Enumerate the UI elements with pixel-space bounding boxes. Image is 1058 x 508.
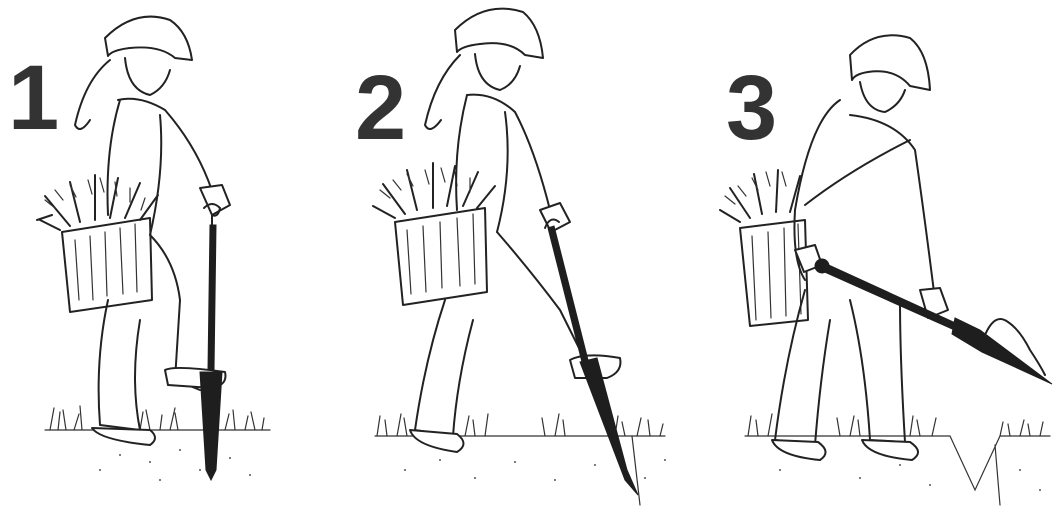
shovel <box>200 204 222 480</box>
shovel <box>815 259 1052 384</box>
seedling-bag <box>37 175 158 312</box>
planter-lifting-soil-illustration <box>700 0 1058 508</box>
planter-pushing-shovel-illustration <box>345 0 685 508</box>
seedling-bag <box>373 163 495 305</box>
planter-stepping-on-shovel-illustration <box>0 0 340 508</box>
ground <box>745 414 1050 505</box>
step-3-panel: 3 <box>700 0 1058 508</box>
step-2-panel: 2 <box>345 0 685 508</box>
ground <box>45 406 270 481</box>
step-1-panel: 1 <box>0 0 340 508</box>
